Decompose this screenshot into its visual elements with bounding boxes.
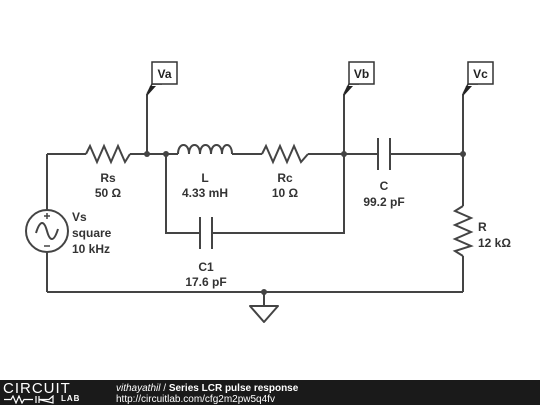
- probe-vb-label: Vb: [354, 67, 369, 81]
- circuit-title: Series LCR pulse response: [168, 383, 299, 394]
- rc-value-label: 10 Ω: [272, 186, 299, 200]
- author-link[interactable]: vithayathil: [116, 383, 161, 394]
- probe-va[interactable]: Va: [146, 61, 178, 96]
- r-name-label: R: [478, 220, 487, 234]
- circuitlab-logo[interactable]: CIRCUIT LAB: [0, 380, 98, 405]
- probe-va-label: Va: [157, 67, 171, 81]
- logo-top-text: CIRCUIT: [3, 380, 71, 397]
- vs-waveform-label: square: [72, 226, 112, 240]
- c-name-label: C: [380, 179, 389, 193]
- logo-bottom-text: LAB: [61, 394, 81, 403]
- r-value-label: 12 kΩ: [478, 236, 511, 250]
- voltage-source-vs-symbol[interactable]: [25, 209, 69, 253]
- rs-name-label: Rs: [100, 171, 116, 185]
- logo-bottom: LAB: [3, 394, 93, 404]
- meta-line-1: vithayathil / Series LCR pulse response: [116, 383, 298, 394]
- resistor-rc-symbol[interactable]: [261, 143, 309, 165]
- vs-name-label: Vs: [72, 210, 87, 224]
- probe-vc-label: Vc: [473, 67, 488, 81]
- c-value-label: 99.2 pF: [363, 195, 404, 209]
- capacitor-c1-symbol[interactable]: [199, 217, 213, 249]
- inductor-l-symbol[interactable]: [177, 144, 233, 155]
- circuit-url[interactable]: http://circuitlab.com/cfg2m2pw5q4fv: [116, 394, 275, 405]
- probe-vb[interactable]: Vb: [343, 61, 375, 96]
- resistor-rs-symbol[interactable]: [85, 143, 131, 165]
- logo-circuit-trace-icon: [4, 395, 54, 404]
- l-value-label: 4.33 mH: [182, 186, 228, 200]
- capacitor-c-symbol[interactable]: [377, 138, 391, 170]
- circuit-schematic: Rs 50 Ω L 4.33 mH Rc 10 Ω C 99.2 pF C1 1…: [25, 61, 511, 323]
- c1-name-label: C1: [198, 260, 214, 274]
- rc-name-label: Rc: [277, 171, 293, 185]
- resistor-r-symbol[interactable]: [452, 205, 474, 257]
- meta-separator: /: [160, 383, 169, 394]
- footer-bar: CIRCUIT LAB vithayathil / Series LCR pul…: [0, 380, 540, 405]
- probe-vc[interactable]: Vc: [462, 61, 494, 96]
- l-name-label: L: [201, 171, 208, 185]
- wires: [46, 94, 464, 306]
- rs-value-label: 50 Ω: [95, 186, 122, 200]
- circuit-meta: vithayathil / Series LCR pulse response …: [116, 383, 298, 405]
- junction-nodes: [144, 151, 466, 295]
- c1-value-label: 17.6 pF: [185, 275, 226, 289]
- vs-frequency-label: 10 kHz: [72, 242, 110, 256]
- ground-icon: [249, 305, 279, 323]
